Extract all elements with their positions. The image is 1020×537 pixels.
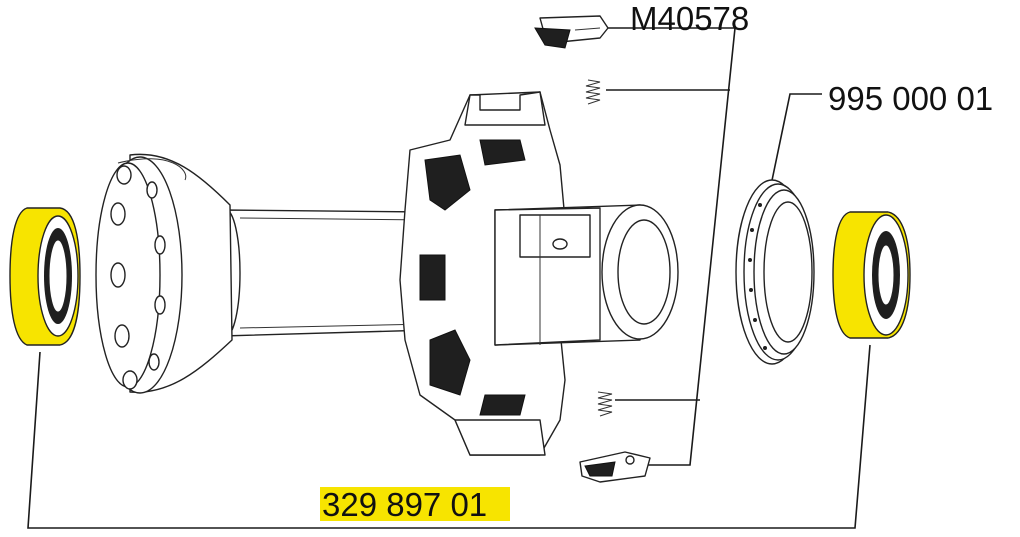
bearing-kit-leader (27, 344, 871, 529)
pawl-icon-lower (579, 451, 651, 483)
pawl-icon-upper (534, 15, 609, 49)
leader-lines (27, 27, 871, 529)
pawl-kit-part-number: M40578 (630, 0, 749, 37)
bearing-icon-left (9, 207, 81, 346)
bearing-icon-right (832, 211, 911, 339)
freehub-driver-icon (399, 91, 679, 456)
bearing-kit-part-number: 329 897 01 (322, 486, 487, 523)
seal-part-number: 995 000 01 (828, 80, 993, 117)
seal-ring-icon (735, 179, 815, 365)
hub-body-icon (95, 153, 431, 394)
spoke-holes (110, 165, 166, 390)
spring-icon-lower (597, 391, 613, 417)
pawl-kit-leader-main (608, 27, 736, 466)
spring-icon-upper (585, 79, 601, 105)
seal-leader (769, 93, 822, 191)
bearing-kit-label-highlight (320, 487, 510, 521)
